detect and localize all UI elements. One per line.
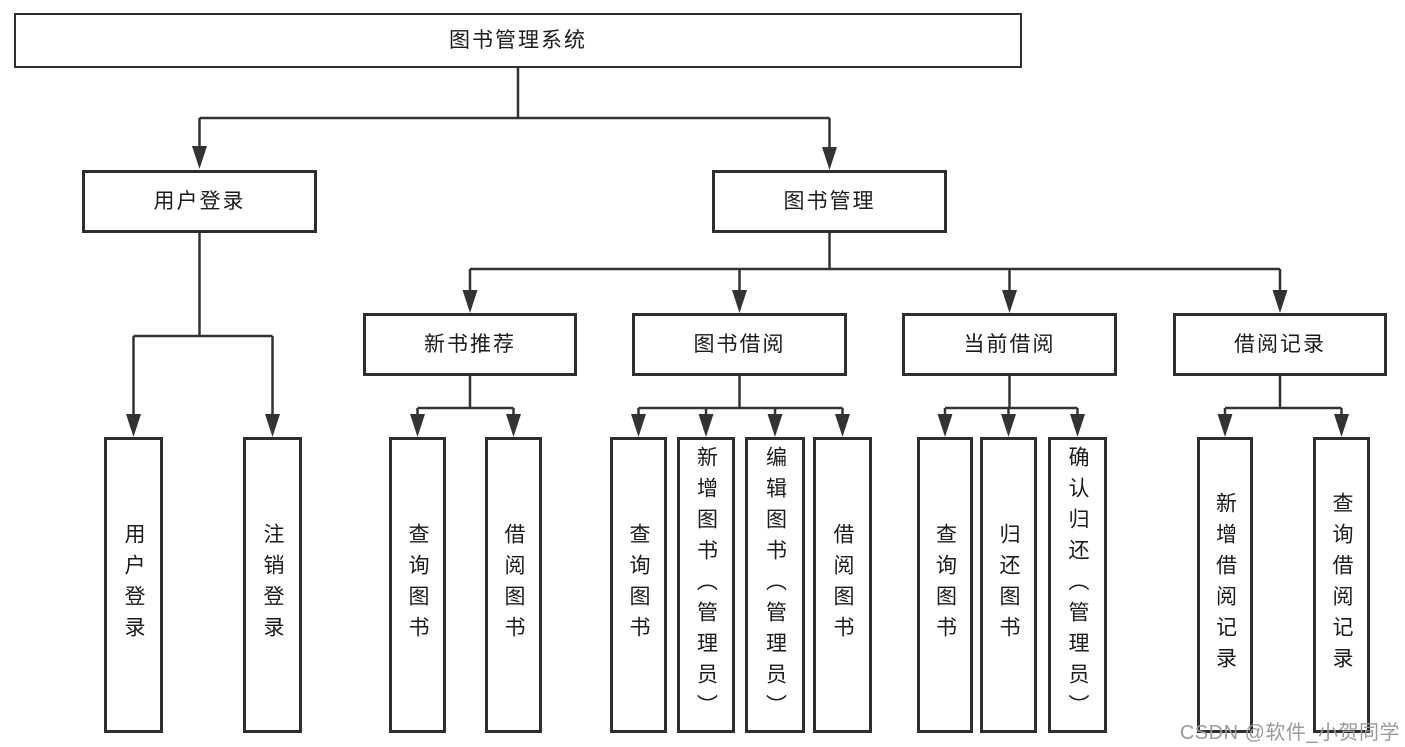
leaf-confirm-return-admin: 确认归还（管理员）	[1048, 437, 1107, 733]
connector-bookmgmt-to-level3	[462, 233, 1288, 313]
arrowhead	[1217, 414, 1233, 437]
arrowhead	[1334, 414, 1349, 437]
csdn-watermark: CSDN @软件_小贺同学	[1179, 722, 1400, 744]
leaf-borrow-books: 借阅图书	[813, 437, 872, 733]
arrowhead	[822, 147, 837, 170]
leaf-add-books-admin: 新增图书（管理员）	[677, 437, 735, 733]
leaf-borrow-books-recommend: 借阅图书	[485, 437, 542, 733]
connector-newbookrec-to-leaves	[410, 376, 521, 437]
leaf-logout: 注销登录	[243, 437, 302, 733]
connector-currentborrow-to-leaves	[937, 376, 1085, 437]
arrowhead	[1002, 290, 1017, 313]
leaf-query-books-recommend: 查询图书	[389, 437, 446, 733]
node-user-login: 用户登录	[82, 170, 317, 233]
leaf-return-books: 归还图书	[980, 437, 1037, 733]
arrowhead	[462, 290, 478, 313]
node-book-borrowing: 图书借阅	[632, 313, 847, 376]
arrowhead	[265, 414, 280, 437]
connector-userlogin-to-leaves	[126, 233, 280, 437]
arrowhead	[126, 414, 141, 437]
leaf-user-login: 用户登录	[104, 437, 163, 733]
arrowhead	[1272, 290, 1288, 313]
arrowhead	[1070, 414, 1085, 437]
arrowhead	[767, 414, 783, 437]
connector-borrowrecords-to-leaves	[1217, 376, 1349, 437]
arrowhead	[631, 414, 646, 437]
leaf-query-books-borrowing: 查询图书	[610, 437, 667, 733]
leaf-query-books-current: 查询图书	[917, 437, 973, 733]
arrowhead	[1001, 414, 1016, 437]
arrowhead	[937, 414, 953, 437]
node-current-borrowing: 当前借阅	[902, 313, 1117, 376]
leaf-edit-books-admin: 编辑图书（管理员）	[745, 437, 805, 733]
arrowhead	[732, 290, 747, 313]
node-borrowing-records: 借阅记录	[1173, 313, 1387, 376]
arrowhead	[192, 146, 207, 169]
leaf-query-borrow-record: 查询借阅记录	[1313, 437, 1370, 733]
connector-root-to-level2	[192, 68, 837, 170]
arrowhead	[506, 414, 521, 437]
node-book-management: 图书管理	[712, 170, 947, 233]
arrowhead	[698, 414, 714, 437]
connector-bookborrow-to-leaves	[631, 376, 850, 437]
arrowhead	[410, 414, 425, 437]
arrowhead	[835, 414, 850, 437]
node-new-book-recommend: 新书推荐	[363, 313, 577, 376]
leaf-add-borrow-record: 新增借阅记录	[1197, 437, 1253, 733]
node-root: 图书管理系统	[14, 13, 1022, 68]
